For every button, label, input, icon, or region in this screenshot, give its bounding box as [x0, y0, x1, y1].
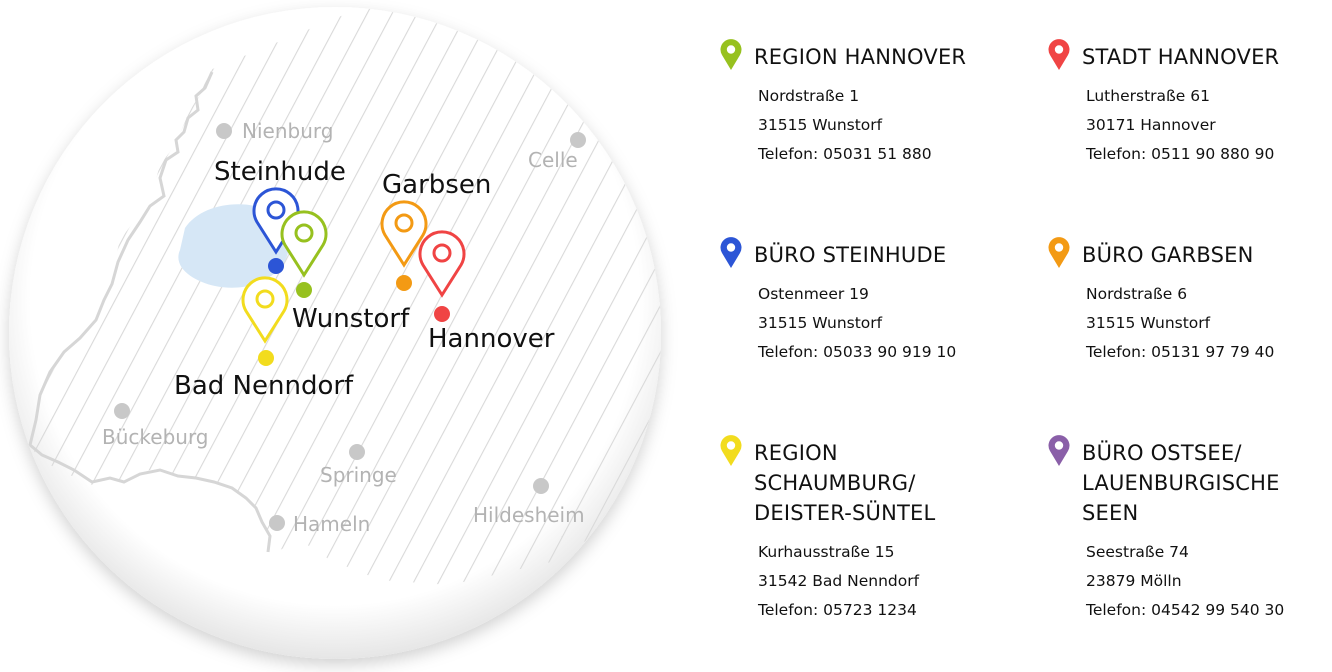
contact-phone[interactable]: Telefon: 0511 90 880 90	[1086, 145, 1275, 163]
contact-card-region-hannover: REGION HANNOVER Nordstraße 1 31515 Wunst…	[720, 39, 1000, 169]
contact-title: STADT HANNOVER	[1082, 45, 1280, 69]
dot-hannover	[434, 306, 450, 322]
location-pin-icon	[720, 237, 742, 268]
contact-city: 31515 Wunstorf	[1086, 314, 1211, 332]
pin-hannover[interactable]	[418, 230, 466, 298]
contact-street: Ostenmeer 19	[758, 285, 869, 303]
contact-card-buero-garbsen: BÜRO GARBSEN Nordstraße 6 31515 Wunstorf…	[1048, 237, 1328, 367]
place-label-springe: Springe	[320, 463, 397, 487]
pin-bad-nenndorf[interactable]	[241, 276, 289, 344]
contact-title: REGION SCHAUMBURG/ DEISTER-SÜNTEL	[754, 441, 936, 525]
office-label-garbsen: Garbsen	[382, 170, 491, 200]
location-pin-icon	[720, 435, 742, 466]
office-label-steinhude: Steinhude	[214, 157, 346, 187]
office-label-hannover: Hannover	[428, 324, 555, 354]
contact-city: 23879 Mölln	[1086, 572, 1182, 590]
dot-wunstorf	[296, 282, 312, 298]
contact-street: Kurhausstraße 15	[758, 543, 895, 561]
pin-wunstorf[interactable]	[280, 210, 328, 278]
contact-street: Nordstraße 6	[1086, 285, 1188, 303]
contact-city: 31515 Wunstorf	[758, 314, 883, 332]
contact-title: BÜRO STEINHUDE	[754, 243, 947, 267]
contact-city: 31515 Wunstorf	[758, 116, 883, 134]
place-dot-hildesheim	[533, 478, 549, 494]
contact-street: Nordstraße 1	[758, 87, 860, 105]
pin-garbsen[interactable]	[380, 200, 428, 268]
place-dot-springe	[349, 444, 365, 460]
contact-card-region-schaumburg: REGION SCHAUMBURG/ DEISTER-SÜNTEL Kurhau…	[720, 435, 1000, 625]
place-dot-nienburg	[216, 123, 232, 139]
contact-phone[interactable]: Telefon: 04542 99 540 30	[1086, 601, 1285, 619]
place-label-hameln: Hameln	[293, 512, 370, 536]
dot-garbsen	[396, 275, 412, 291]
contact-phone[interactable]: Telefon: 05131 97 79 40	[1086, 343, 1275, 361]
contact-city: 31542 Bad Nenndorf	[758, 572, 920, 590]
contact-phone[interactable]: Telefon: 05031 51 880	[758, 145, 932, 163]
place-dot-bueckeburg	[114, 403, 130, 419]
dot-bad-nenndorf	[258, 350, 274, 366]
place-label-nienburg: Nienburg	[242, 119, 333, 143]
contact-title: BÜRO OSTSEE/ LAUENBURGISCHE SEEN	[1082, 441, 1280, 525]
region-border	[28, 71, 272, 553]
office-label-bad-nenndorf: Bad Nenndorf	[174, 371, 354, 401]
region-area	[30, 7, 661, 585]
contact-title: BÜRO GARBSEN	[1082, 243, 1254, 267]
region-map: Nienburg Celle Bückeburg Springe Hameln …	[9, 7, 661, 659]
contact-phone[interactable]: Telefon: 05723 1234	[758, 601, 917, 619]
contact-title: REGION HANNOVER	[754, 45, 967, 69]
dot-steinhude	[268, 258, 284, 274]
contact-card-buero-ostsee: BÜRO OSTSEE/ LAUENBURGISCHE SEEN Seestra…	[1048, 435, 1328, 625]
place-label-hildesheim: Hildesheim	[473, 503, 585, 527]
place-label-bueckeburg: Bückeburg	[102, 425, 209, 449]
contact-card-buero-steinhude: BÜRO STEINHUDE Ostenmeer 19 31515 Wunsto…	[720, 237, 1000, 367]
location-pin-icon	[720, 39, 742, 70]
contact-phone[interactable]: Telefon: 05033 90 919 10	[758, 343, 957, 361]
office-label-wunstorf: Wunstorf	[292, 304, 410, 334]
contact-card-stadt-hannover: STADT HANNOVER Lutherstraße 61 30171 Han…	[1048, 39, 1328, 169]
place-dot-celle	[570, 132, 586, 148]
contact-city: 30171 Hannover	[1086, 116, 1216, 134]
location-pin-icon	[1048, 237, 1070, 268]
contact-street: Seestraße 74	[1086, 543, 1189, 561]
location-pin-icon	[1048, 39, 1070, 70]
contact-street: Lutherstraße 61	[1086, 87, 1210, 105]
place-dot-hameln	[269, 515, 285, 531]
location-pin-icon	[1048, 435, 1070, 466]
place-label-celle: Celle	[528, 148, 578, 172]
